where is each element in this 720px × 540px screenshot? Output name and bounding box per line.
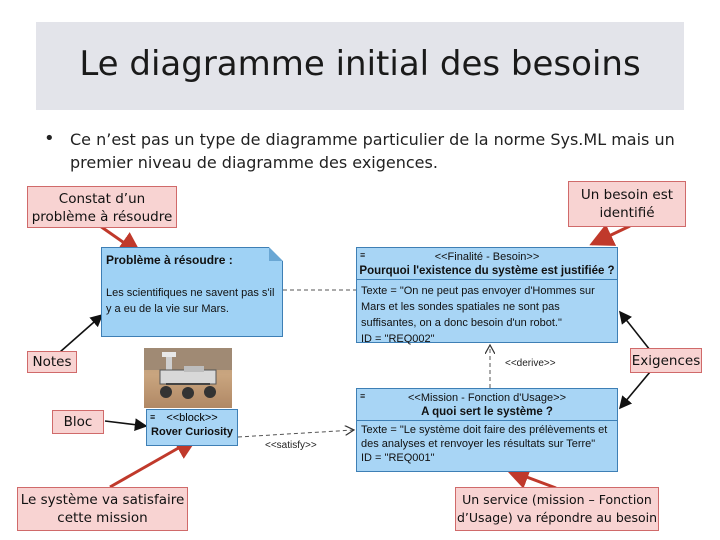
bullet-marker: • [44,128,55,149]
arrow-exigences-bottom [618,371,651,410]
callout-systeme: Le système va satisfaire cette mission [17,487,188,531]
derive-label: <<derive>> [505,358,556,369]
note-title: Problème à résoudre : [106,253,233,267]
slide-title: Le diagramme initial des besoins [79,44,641,84]
requirement-icon: ≡ [360,250,366,260]
requirement-besoin-stereotype: <<Finalité - Besoin>> [434,251,540,263]
requirement-mission-stereotype: <<Mission - Fonction d'Usage>> [407,392,567,404]
arrow-notes [59,313,104,353]
requirement-mission-text: Texte = "Le système doit faire des prélè… [361,424,608,450]
requirement-besoin-name: Pourquoi l'existence du système est just… [359,265,615,277]
callout-bloc: Bloc [52,410,104,434]
arrow-systeme [109,436,199,489]
callout-notes: Notes [27,351,77,373]
problem-note: Problème à résoudre : Les scientifiques … [101,247,283,337]
title-band [36,22,684,110]
requirement-mission-id: ID = "REQ001" [361,452,435,464]
block-stereotype: <<block>> [166,412,218,424]
requirement-mission: ≡ <<Mission - Fonction d'Usage>> A quoi … [356,388,618,472]
callout-besoin: Un besoin est identifié [568,181,686,227]
requirement-besoin-text: Texte = "On ne peut pas envoyer d'Hommes… [361,285,595,329]
bullet-text: Ce n’est pas un type de diagramme partic… [70,130,675,172]
callout-service: Un service (mission – Fonction d’Usage) … [455,487,659,531]
note-body: Les scientifiques ne savent pas s'il y a… [106,287,275,315]
arrow-besoin [589,224,631,246]
satisfy-label: <<satisfy>> [265,440,317,451]
requirement-mission-body: Texte = "Le système doit faire des prélè… [357,421,617,468]
requirement-besoin-id: ID = "REQ002" [361,333,435,345]
block-name: Rover Curiosity [151,426,233,438]
block-rover: ≡ <<block>> Rover Curiosity [146,409,238,446]
arrow-bloc [104,418,148,431]
requirement-besoin-header: ≡ <<Finalité - Besoin>> Pourquoi l'exist… [357,248,617,280]
rover-illustration [144,348,232,399]
arrow-exigences-top [619,310,651,351]
requirement-icon: ≡ [360,391,366,401]
satisfy-relation [237,430,354,438]
requirement-mission-header: ≡ <<Mission - Fonction d'Usage>> A quoi … [357,389,617,421]
arrow-service [505,466,557,490]
callout-exigences: Exigences [630,348,702,373]
block-icon: ≡ [150,412,156,422]
rover-photo [144,348,232,408]
note-fold-corner [269,247,283,261]
requirement-besoin-body: Texte = "On ne peut pas envoyer d'Hommes… [357,280,617,350]
callout-constat: Constat d’un problème à résoudre [27,186,177,228]
requirement-mission-name: A quoi sert le système ? [421,406,553,418]
requirement-besoin: ≡ <<Finalité - Besoin>> Pourquoi l'exist… [356,247,618,345]
